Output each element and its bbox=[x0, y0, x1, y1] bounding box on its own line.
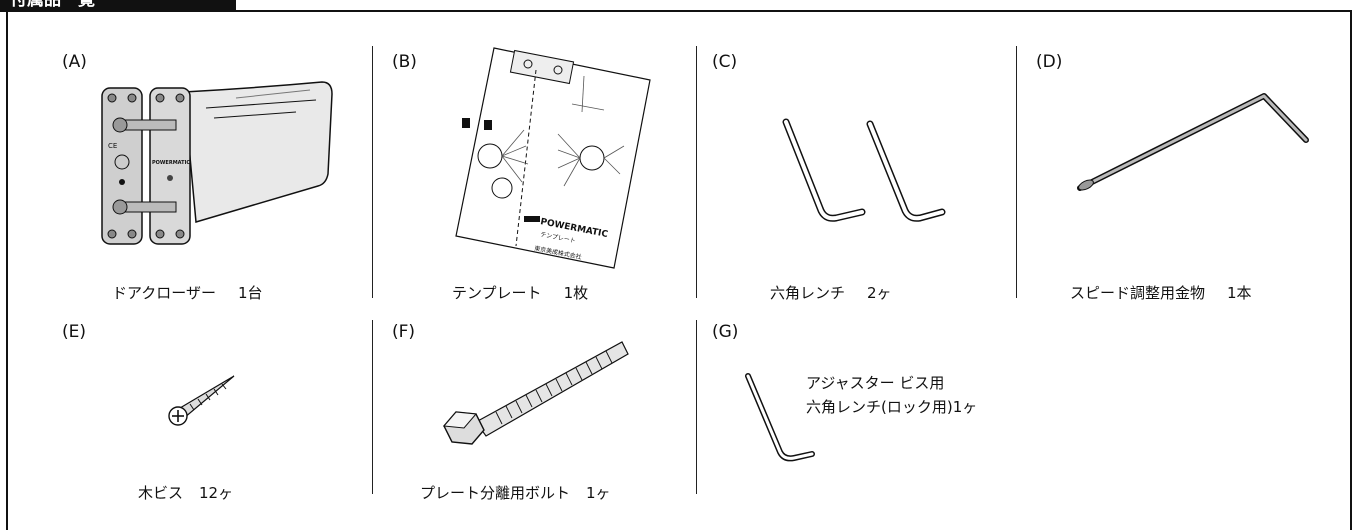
item-e-name: 木ビス bbox=[138, 484, 184, 502]
divider-ab bbox=[372, 46, 373, 298]
section-title-tab: 付属品一覧 bbox=[0, 0, 236, 12]
item-d-caption: スピード調整用金物 1本 bbox=[1070, 282, 1252, 303]
item-f-letter: (F) bbox=[392, 322, 416, 342]
item-b-qty: 1枚 bbox=[563, 284, 589, 302]
closer-brand: POWERMATIC bbox=[152, 160, 190, 166]
divider-cd bbox=[1016, 46, 1017, 298]
item-d-letter: (D) bbox=[1036, 52, 1063, 72]
speed-adjust-rod-illustration bbox=[1077, 93, 1309, 191]
accessories-frame bbox=[6, 10, 1352, 530]
divider-fg bbox=[696, 320, 697, 494]
divider-bc bbox=[696, 46, 697, 298]
item-g-letter: (G) bbox=[712, 322, 739, 342]
item-a-qty: 1台 bbox=[237, 284, 263, 302]
item-g-caption-line2: 六角レンチ(ロック用)1ヶ bbox=[806, 396, 977, 418]
item-c-name: 六角レンチ bbox=[770, 284, 846, 302]
item-g-caption-line1: アジャスター ビス用 bbox=[806, 374, 945, 392]
item-g-name: 六角レンチ(ロック用) bbox=[806, 398, 953, 416]
item-c-letter: (C) bbox=[712, 52, 738, 72]
hex-wrench-pair-illustration bbox=[782, 118, 946, 222]
closer-ce-mark: CE bbox=[108, 142, 117, 150]
door-closer-illustration: CE POWERMATIC bbox=[101, 81, 333, 245]
item-b-letter: (B) bbox=[392, 52, 417, 72]
item-c-caption: 六角レンチ 2ヶ bbox=[770, 282, 892, 303]
item-b-name: テンプレート bbox=[452, 284, 542, 302]
item-f-caption: プレート分離用ボルト 1ヶ bbox=[420, 482, 611, 503]
lock-hex-wrench-illustration bbox=[745, 373, 815, 462]
item-e-letter: (E) bbox=[62, 322, 87, 342]
item-e-qty: 12ヶ bbox=[199, 484, 234, 502]
item-d-qty: 1本 bbox=[1227, 284, 1252, 302]
item-c-qty: 2ヶ bbox=[867, 284, 892, 302]
item-f-name: プレート分離用ボルト bbox=[420, 484, 571, 502]
item-f-qty: 1ヶ bbox=[586, 484, 611, 502]
item-g-qty: 1ヶ bbox=[952, 398, 978, 416]
wood-screw-illustration bbox=[168, 375, 235, 426]
item-d-name: スピード調整用金物 bbox=[1070, 284, 1206, 302]
item-a-letter: (A) bbox=[62, 52, 87, 72]
template-sheet-illustration: POWERMATIC テンプレート 東京美成株式会社 bbox=[455, 47, 651, 269]
item-b-caption: テンプレート 1枚 bbox=[452, 282, 588, 303]
divider-ef bbox=[372, 320, 373, 494]
section-title: 付属品一覧 bbox=[10, 0, 95, 10]
item-e-caption: 木ビス 12ヶ bbox=[138, 482, 233, 503]
item-a-caption: ドアクローザー 1台 bbox=[112, 282, 263, 303]
item-a-name: ドアクローザー bbox=[112, 284, 216, 302]
separation-bolt-illustration bbox=[442, 341, 629, 445]
